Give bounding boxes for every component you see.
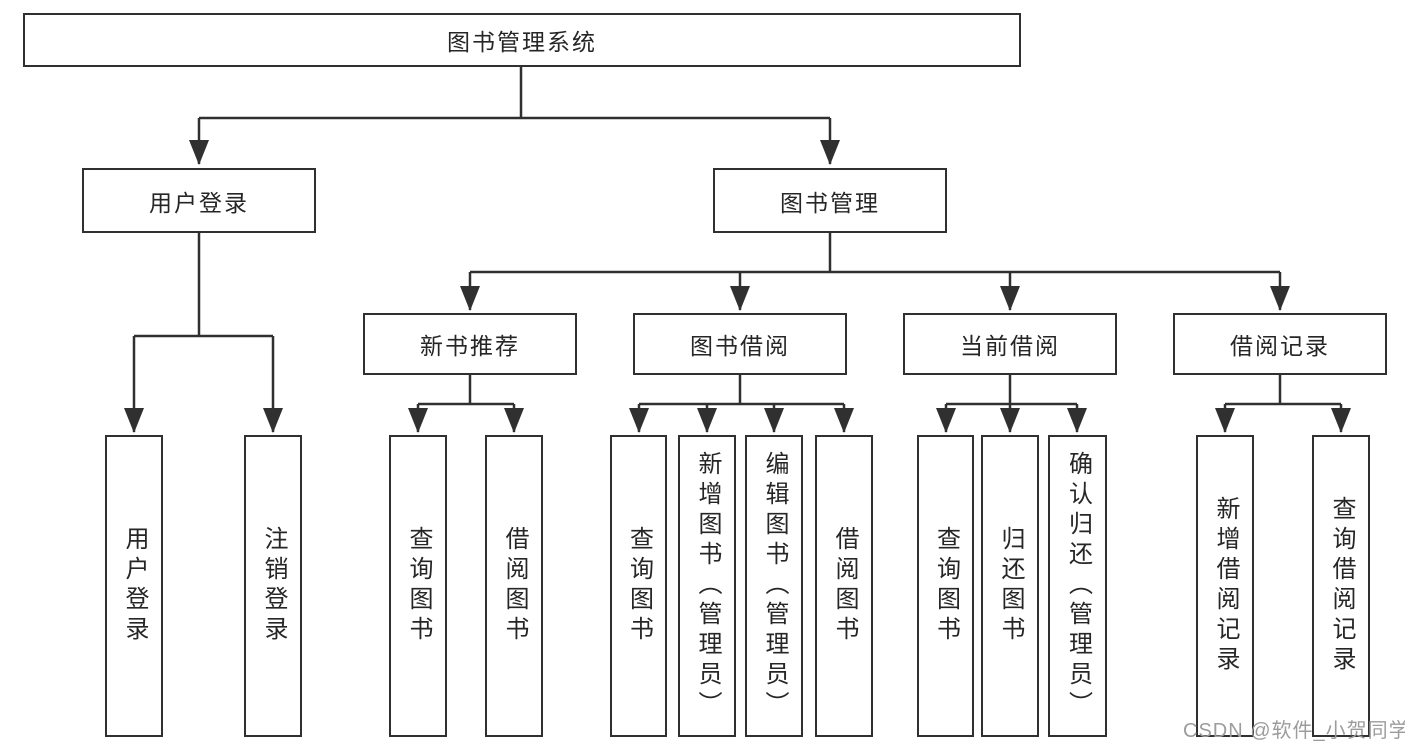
connector-current-borrow xyxy=(936,375,1087,433)
node-new-book-recommend: 新书推荐 xyxy=(363,313,577,375)
node-leaf-return-book: 归还图书 xyxy=(981,435,1039,737)
node-leaf-confirm-return-admin: 确认归还（管理员） xyxy=(1048,435,1107,737)
node-leaf-borrow-books-recommend-label: 借阅图书 xyxy=(501,526,528,646)
node-leaf-query-books-recommend-label: 查询图书 xyxy=(405,526,432,646)
node-leaf-query-books-current-label: 查询图书 xyxy=(932,526,960,646)
connector-new-book-recommend xyxy=(408,375,524,433)
node-leaf-query-books-borrow-label: 查询图书 xyxy=(625,526,653,646)
node-current-borrow-label: 当前借阅 xyxy=(960,333,1060,359)
node-book-management: 图书管理 xyxy=(713,168,947,233)
connector-root xyxy=(189,67,840,165)
node-new-book-recommend-label: 新书推荐 xyxy=(420,333,520,359)
csdn-watermark: CSDN @软件_小贺同学 xyxy=(1183,720,1405,742)
node-book-borrow-label: 图书借阅 xyxy=(690,333,790,359)
node-borrow-records: 借阅记录 xyxy=(1173,313,1387,375)
node-leaf-user-login: 用户登录 xyxy=(105,435,163,737)
node-leaf-query-books-borrow: 查询图书 xyxy=(610,435,667,737)
node-book-borrow: 图书借阅 xyxy=(633,313,847,375)
node-leaf-borrow-books-recommend: 借阅图书 xyxy=(485,435,543,737)
node-root-label: 图书管理系统 xyxy=(447,29,597,55)
connector-book-borrow xyxy=(629,375,854,433)
connector-borrow-records xyxy=(1215,375,1351,433)
node-leaf-query-borrow-record-label: 查询借阅记录 xyxy=(1328,496,1355,676)
node-leaf-borrow-books-label: 借阅图书 xyxy=(831,526,858,646)
node-borrow-records-label: 借阅记录 xyxy=(1230,333,1330,359)
node-leaf-query-books-current: 查询图书 xyxy=(917,435,974,737)
node-leaf-edit-book-admin: 编辑图书（管理员） xyxy=(745,435,803,737)
node-leaf-add-borrow-record: 新增借阅记录 xyxy=(1196,435,1254,737)
node-leaf-edit-book-admin-label: 编辑图书（管理员） xyxy=(761,451,788,721)
node-leaf-return-book-label: 归还图书 xyxy=(997,526,1024,646)
node-user-login: 用户登录 xyxy=(82,168,316,233)
node-leaf-logout: 注销登录 xyxy=(244,435,302,737)
node-leaf-logout-label: 注销登录 xyxy=(260,526,287,646)
node-root-system: 图书管理系统 xyxy=(23,13,1021,67)
node-user-login-label: 用户登录 xyxy=(149,189,249,216)
node-leaf-borrow-books: 借阅图书 xyxy=(815,435,873,737)
node-leaf-query-books-recommend: 查询图书 xyxy=(389,435,447,737)
node-leaf-user-login-label: 用户登录 xyxy=(121,526,148,646)
node-leaf-add-borrow-record-label: 新增借阅记录 xyxy=(1212,496,1239,676)
node-book-management-label: 图书管理 xyxy=(780,189,880,216)
node-leaf-add-book-admin-label: 新增图书（管理员） xyxy=(694,451,721,721)
connector-user-login xyxy=(124,233,283,433)
node-leaf-query-borrow-record: 查询借阅记录 xyxy=(1312,435,1370,737)
connector-book-management xyxy=(460,233,1290,311)
node-current-borrow: 当前借阅 xyxy=(903,313,1117,375)
node-leaf-add-book-admin: 新增图书（管理员） xyxy=(678,435,736,737)
node-leaf-confirm-return-admin-label: 确认归还（管理员） xyxy=(1064,451,1092,721)
